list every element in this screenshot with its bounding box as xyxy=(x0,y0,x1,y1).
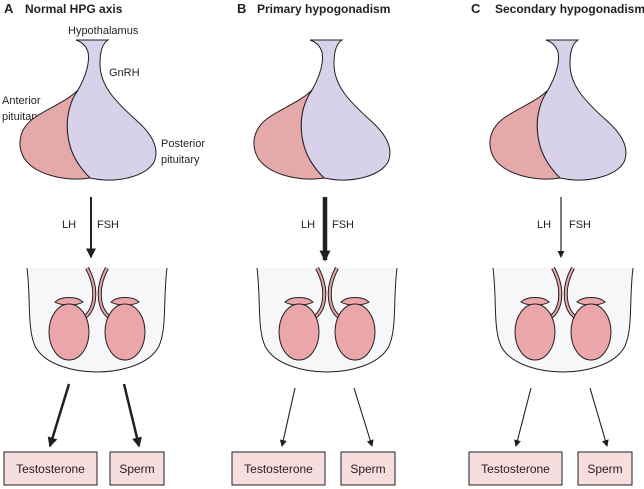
panel-c-fsh-label: FSH xyxy=(569,219,591,231)
panel-b-testes xyxy=(256,267,398,373)
panel-c-pituitary xyxy=(489,39,627,181)
posterior-pituitary-label-line1: Posterior xyxy=(161,138,205,150)
panel-a-title: Normal HPG axis xyxy=(25,2,123,16)
testis xyxy=(570,303,612,361)
panel-b-letter: B xyxy=(237,1,246,16)
anterior-pituitary-lobe xyxy=(489,89,562,180)
epididymis xyxy=(340,297,370,306)
epididymis xyxy=(576,297,606,306)
panel-a-sperm-box xyxy=(109,451,165,486)
panel-c-sperm-box xyxy=(577,451,633,486)
panel-b-testosterone-label: Testosterone xyxy=(244,462,313,476)
posterior-pituitary-lobe xyxy=(66,39,157,181)
posterior-pituitary-label-line2: pituitary xyxy=(161,154,200,166)
panel-b-sperm-box xyxy=(340,451,396,486)
panel-b-sperm-arrow xyxy=(353,387,374,448)
panel-a-sperm-label: Sperm xyxy=(119,462,154,476)
panel-a-testosterone-arrow xyxy=(47,383,71,448)
panel-b-fsh-label: FSH xyxy=(332,219,354,231)
panel-b-testosterone-box xyxy=(231,451,326,486)
scrotum xyxy=(492,267,634,373)
panel-c-testosterone-box xyxy=(468,451,563,486)
testis xyxy=(514,303,556,361)
testis xyxy=(104,303,146,361)
posterior-pituitary-lobe xyxy=(536,39,627,181)
scrotum xyxy=(26,267,168,373)
panel-a-testosterone-box xyxy=(3,451,98,486)
panel-c-sperm-arrow xyxy=(589,387,609,448)
testis xyxy=(278,303,320,361)
scrotum xyxy=(256,267,398,373)
panel-b-pituitary xyxy=(253,39,391,181)
panel-c-testosterone-arrow xyxy=(514,387,532,448)
epididymis xyxy=(110,297,140,306)
anterior-pituitary-lobe xyxy=(19,89,92,180)
panel-a-fsh-label: FSH xyxy=(97,219,119,231)
anterior-pituitary-label-line1: Anterior xyxy=(2,95,41,107)
epididymis xyxy=(284,297,314,306)
posterior-pituitary-lobe xyxy=(300,39,391,181)
panel-c-letter: C xyxy=(471,1,481,16)
anterior-pituitary-lobe xyxy=(253,89,326,180)
epididymis xyxy=(520,297,550,306)
panel-c-testes xyxy=(492,267,634,373)
panel-a-testosterone-label: Testosterone xyxy=(16,462,85,476)
panel-b-lh-label: LH xyxy=(301,219,315,231)
testis xyxy=(48,303,90,361)
panel-c-sperm-label: Sperm xyxy=(587,462,622,476)
panel-c-title: Secondary hypogonadism xyxy=(495,2,644,16)
panel-b-testosterone-arrow xyxy=(279,387,296,448)
panel-b-sperm-label: Sperm xyxy=(350,462,385,476)
panel-b-title: Primary hypogonadism xyxy=(257,2,390,16)
panel-c-lh-label: LH xyxy=(537,219,551,231)
hypothalamus-label: Hypothalamus xyxy=(68,25,139,37)
testis xyxy=(334,303,376,361)
panel-a-sperm-arrow xyxy=(122,383,142,448)
panel-a-pituitary xyxy=(19,39,157,181)
gnrh-label: GnRH xyxy=(109,67,140,79)
panel-a-letter: A xyxy=(4,1,14,16)
panel-a-lh-label: LH xyxy=(62,219,76,231)
epididymis xyxy=(54,297,84,306)
panel-a-testes xyxy=(26,267,168,373)
panel-c-testosterone-label: Testosterone xyxy=(481,462,550,476)
